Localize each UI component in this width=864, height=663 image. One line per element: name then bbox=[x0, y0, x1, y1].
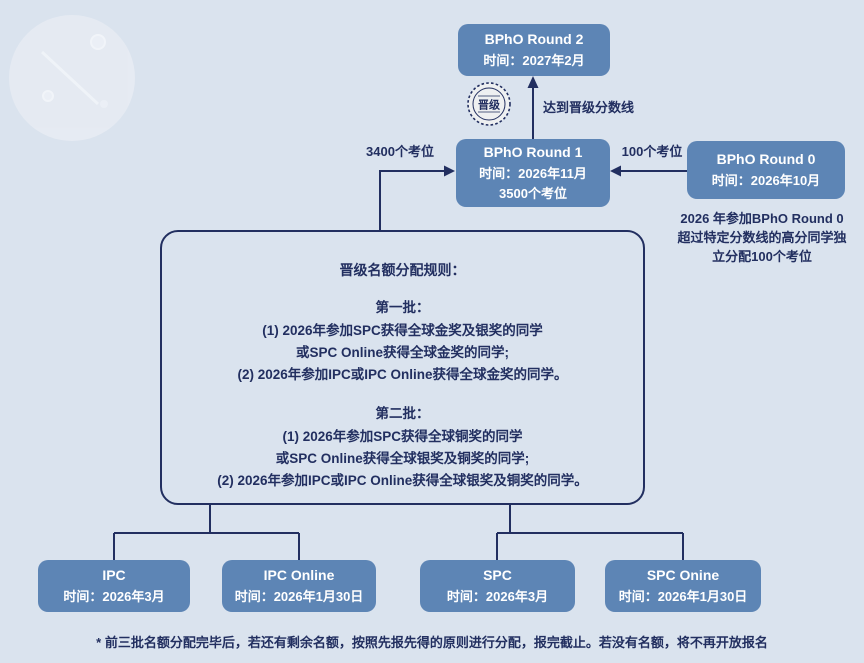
promotion-badge-label: 晋级 bbox=[478, 98, 501, 112]
label-seats-3400: 3400个考位 bbox=[366, 144, 434, 159]
round0-note: 2026 年参加BPhO Round 0 超过特定分数线的高分同学独 立分配10… bbox=[658, 209, 864, 266]
rule-line: (1) 2026年参加SPC获得全球金奖及银奖的同学 bbox=[262, 323, 543, 338]
promotion-rules-box: 晋级名额分配规则： 第一批： (1) 2026年参加SPC获得全球金奖及银奖的同… bbox=[160, 230, 645, 505]
connector-left-group bbox=[113, 505, 300, 560]
promotion-stamp-icon: 晋级 bbox=[467, 82, 511, 126]
round0-note-line: 立分配100个考位 bbox=[712, 249, 812, 264]
node-bpho-round2: BPhO Round 2 时间：2027年2月 bbox=[458, 24, 610, 76]
node-title: SPC bbox=[483, 567, 512, 584]
connector-right-group bbox=[496, 505, 684, 560]
node-title: SPC Onine bbox=[646, 567, 720, 584]
label-seats-100: 100个考位 bbox=[621, 144, 683, 159]
node-spc-online: SPC Onine 时间：2026年1月30日 bbox=[605, 560, 761, 612]
rule-line: (1) 2026年参加SPC获得全球铜奖的同学 bbox=[282, 429, 523, 444]
rule-line: 或SPC Online获得全球金奖的同学; bbox=[295, 345, 509, 360]
batch2-title: 第二批： bbox=[375, 406, 430, 421]
watermark-logo bbox=[9, 15, 135, 141]
node-time: 时间：2027年2月 bbox=[483, 52, 585, 68]
arrow-round0-to-round1 bbox=[610, 165, 687, 177]
node-time: 时间：2026年3月 bbox=[446, 588, 549, 604]
node-seats: 3500个考位 bbox=[499, 185, 567, 201]
node-ipc: IPC 时间：2026年3月 bbox=[38, 560, 190, 612]
node-spc: SPC 时间：2026年3月 bbox=[420, 560, 575, 612]
node-time: 时间：2026年11月 bbox=[479, 165, 587, 181]
rule-line: (2) 2026年参加IPC或IPC Online获得全球银奖及铜奖的同学。 bbox=[217, 473, 588, 488]
label-pass-line: 达到晋级分数线 bbox=[543, 100, 635, 115]
rule-line: 或SPC Online获得全球银奖及铜奖的同学; bbox=[275, 451, 530, 466]
node-time: 时间：2026年1月30日 bbox=[234, 588, 364, 604]
node-title: IPC bbox=[102, 567, 126, 584]
node-time: 时间：2026年3月 bbox=[63, 588, 165, 604]
node-title: BPhO Round 1 bbox=[483, 144, 583, 161]
node-bpho-round0: BPhO Round 0 时间：2026年10月 bbox=[687, 141, 845, 199]
round0-note-line: 2026 年参加BPhO Round 0 bbox=[680, 211, 844, 226]
node-title: BPhO Round 2 bbox=[484, 31, 584, 48]
rules-title: 晋级名额分配规则： bbox=[339, 262, 466, 278]
node-bpho-round1: BPhO Round 1 时间：2026年11月 3500个考位 bbox=[456, 139, 610, 207]
node-ipc-online: IPC Online 时间：2026年1月30日 bbox=[222, 560, 376, 612]
arrow-round1-to-round2 bbox=[527, 76, 539, 139]
arrow-rules-to-round1 bbox=[379, 165, 455, 230]
node-title: BPhO Round 0 bbox=[716, 151, 816, 168]
node-title: IPC Online bbox=[263, 567, 335, 584]
batch2-lines: (1) 2026年参加SPC获得全球铜奖的同学 或SPC Online获得全球银… bbox=[162, 426, 643, 492]
batch1-title: 第一批： bbox=[375, 300, 430, 315]
node-time: 时间：2026年10月 bbox=[711, 172, 821, 188]
batch1-lines: (1) 2026年参加SPC获得全球金奖及银奖的同学 或SPC Online获得… bbox=[162, 320, 643, 386]
node-time: 时间：2026年1月30日 bbox=[618, 588, 748, 604]
rule-line: (2) 2026年参加IPC或IPC Online获得全球金奖的同学。 bbox=[237, 367, 568, 382]
footer-note: * 前三批名额分配完毕后，若还有剩余名额，按照先报先得的原则进行分配，报完截止。… bbox=[96, 635, 768, 650]
round0-note-line: 超过特定分数线的高分同学独 bbox=[677, 230, 847, 245]
